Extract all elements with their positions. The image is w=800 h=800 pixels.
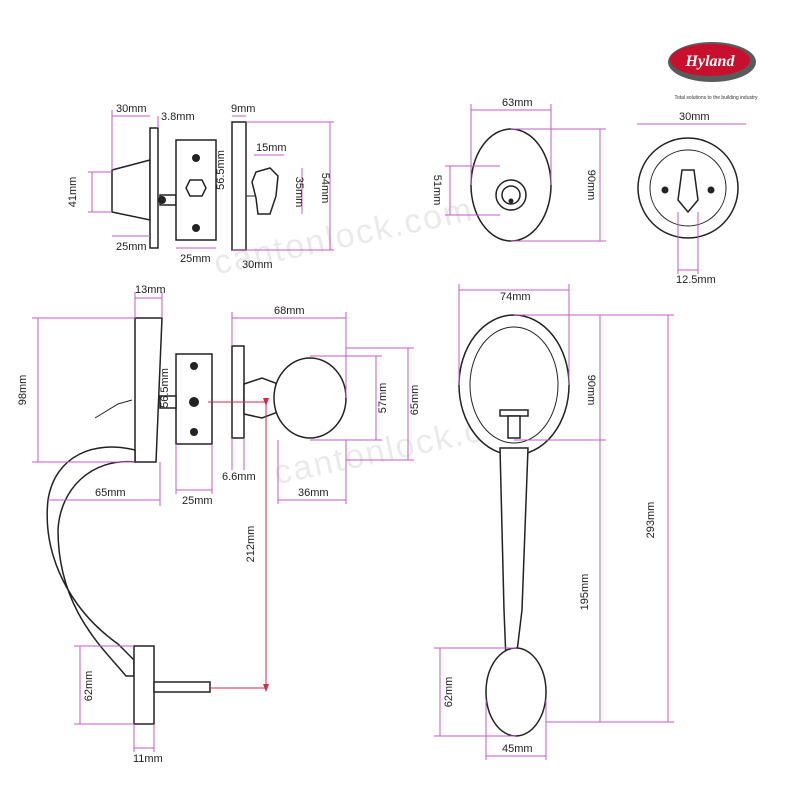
thumb-lever bbox=[94, 399, 133, 419]
deadbolt-screw bbox=[158, 196, 166, 204]
dim-label: 90mm bbox=[585, 170, 597, 201]
spindle-shaft bbox=[159, 395, 177, 409]
handle-front-grip bbox=[499, 447, 529, 661]
dim-label: 90mm bbox=[585, 375, 597, 406]
thumb-piece bbox=[499, 409, 529, 417]
thumb-piece-stem bbox=[507, 415, 521, 439]
latch-screw-hole bbox=[192, 154, 200, 162]
handle-top-plate bbox=[134, 317, 163, 463]
dim-label: 62mm bbox=[83, 671, 95, 702]
thumb-turn-icon bbox=[677, 169, 699, 214]
dim-label: 30mm bbox=[116, 103, 147, 115]
dim-label: 65mm bbox=[409, 385, 421, 416]
dim-label: 3.8mm bbox=[161, 111, 195, 123]
brand-logo: Hyland Total solutions to the building i… bbox=[668, 42, 758, 101]
dim-label: 62mm bbox=[443, 677, 455, 708]
spindle bbox=[189, 397, 199, 407]
handleset-side-view: 212mm 13mm 98mm 56.5mm 68mm 57mm 65mm 65… bbox=[17, 284, 421, 765]
latch-screw-hole bbox=[190, 362, 198, 370]
door-knob bbox=[273, 357, 347, 439]
latch-screw-hole bbox=[190, 428, 198, 436]
dim-label: 36mm bbox=[298, 487, 329, 499]
handle-top-inner bbox=[469, 326, 559, 444]
dim-label: 25mm bbox=[180, 253, 211, 265]
keyhole-icon bbox=[508, 198, 514, 204]
dim-label: 13mm bbox=[135, 284, 166, 296]
deadbolt-bolt bbox=[185, 179, 207, 197]
deadbolt-exterior-rose bbox=[149, 127, 159, 249]
dim-label: 30mm bbox=[242, 259, 273, 271]
dim-label: 57mm bbox=[377, 383, 389, 414]
dim-label: 63mm bbox=[502, 97, 533, 109]
dim-label: 9mm bbox=[231, 103, 255, 115]
deadbolt-back-inner-ring bbox=[649, 149, 727, 227]
dim-label: 35mm bbox=[293, 177, 305, 208]
logo-tagline: Total solutions to the building industry bbox=[674, 95, 758, 101]
dim-label: 41mm bbox=[67, 177, 79, 208]
logo-oval bbox=[670, 44, 750, 76]
arrow-icon bbox=[263, 684, 269, 692]
dim-label: 6.6mm bbox=[222, 471, 256, 483]
knob-rose bbox=[231, 345, 245, 439]
handle-grip bbox=[46, 446, 136, 677]
dim-label: 12.5mm bbox=[676, 274, 716, 286]
dim-label: 30mm bbox=[679, 111, 710, 123]
mounting-bolt bbox=[153, 681, 211, 693]
latch-screw-hole bbox=[192, 224, 200, 232]
dim-label: 45mm bbox=[502, 743, 533, 755]
screw-icon bbox=[707, 186, 715, 194]
dim-label: 15mm bbox=[256, 142, 287, 154]
dim-label: 195mm bbox=[579, 574, 591, 611]
deadbolt-interior-rose bbox=[231, 121, 247, 251]
logo-text: Hyland bbox=[685, 53, 736, 70]
deadbolt-side-view: 30mm 3.8mm 9mm 41mm 56.5mm 15mm 35mm 54m… bbox=[67, 103, 334, 271]
dim-label: 98mm bbox=[17, 375, 29, 406]
dim-label: 54mm bbox=[319, 173, 331, 204]
dim-label: 74mm bbox=[500, 291, 531, 303]
screw-icon bbox=[661, 186, 669, 194]
dim-label: 56.5mm bbox=[159, 368, 171, 408]
thumb-turn bbox=[251, 167, 279, 215]
handleset-front-view: 74mm 90mm 293mm 195mm 62mm 45mm bbox=[434, 284, 674, 760]
arrow-icon bbox=[263, 398, 269, 406]
dim-label: 11mm bbox=[133, 753, 163, 765]
dim-label: 293mm bbox=[645, 502, 657, 539]
deadbolt-back-view: 30mm 12.5mm bbox=[637, 111, 746, 286]
dim-label: 25mm bbox=[116, 241, 147, 253]
dim-label: 65mm bbox=[95, 487, 126, 499]
dim-label: 51mm bbox=[431, 175, 443, 206]
dim-label: 56.5mm bbox=[215, 150, 227, 190]
deadbolt-cylinder bbox=[111, 159, 151, 221]
dim-label: 212mm bbox=[245, 526, 257, 563]
handle-bottom-escutcheon bbox=[485, 647, 547, 737]
deadbolt-front-view: 63mm 90mm 51mm bbox=[431, 97, 606, 242]
dim-label: 68mm bbox=[274, 305, 305, 317]
knob-neck bbox=[243, 377, 279, 419]
handle-bottom-plate bbox=[133, 645, 155, 725]
dim-label: 25mm bbox=[182, 495, 213, 507]
key-cylinder-inner bbox=[501, 185, 521, 205]
